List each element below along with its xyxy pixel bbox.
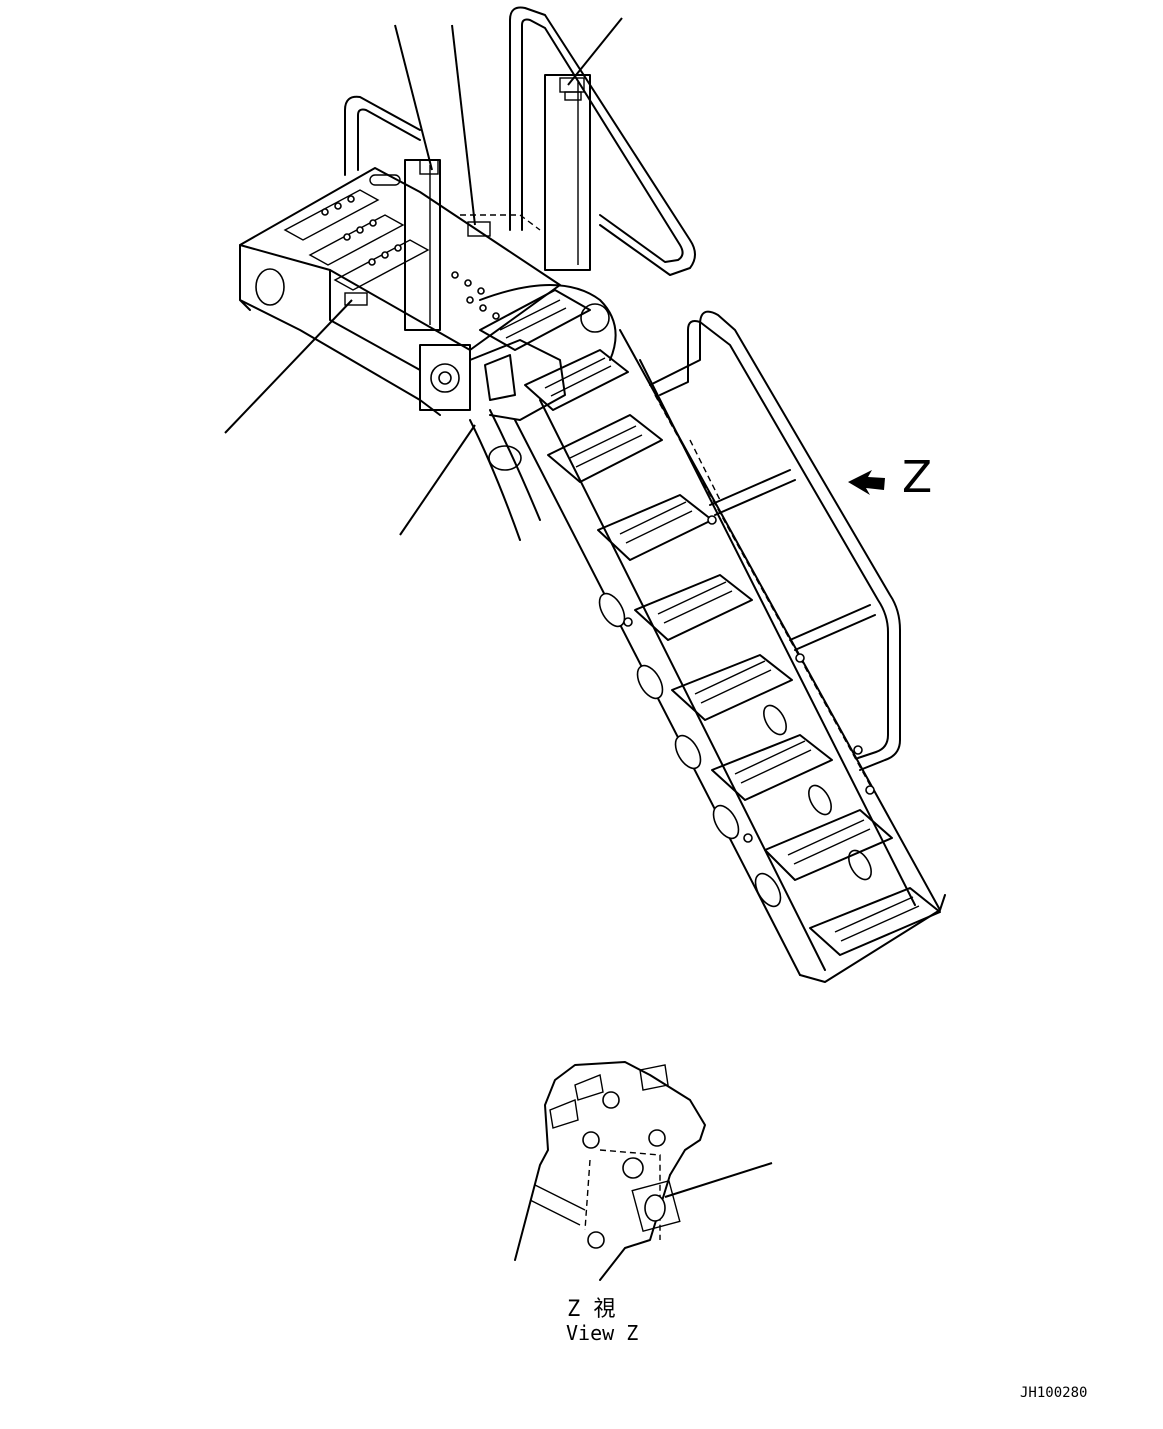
view-arrow: Z	[848, 452, 932, 503]
stair-treads	[479, 289, 941, 956]
platform-deck	[239, 167, 561, 416]
hinge-assembly	[419, 284, 617, 541]
staircase	[479, 289, 946, 983]
deck-holes	[321, 195, 500, 320]
stair-handrail	[649, 310, 901, 786]
leader-lines-top	[224, 17, 623, 536]
view-caption-en: View Z	[566, 1321, 638, 1345]
detail-view-z	[514, 1061, 773, 1281]
view-arrow-icon	[848, 470, 885, 495]
view-marker: Z	[902, 452, 932, 503]
pin-dots	[623, 515, 875, 843]
upper-handrails	[344, 6, 696, 331]
drawing-id: JH100280	[1020, 1385, 1087, 1401]
view-caption-jp: Z 視	[567, 1297, 616, 1322]
tread-perforations	[499, 299, 920, 942]
